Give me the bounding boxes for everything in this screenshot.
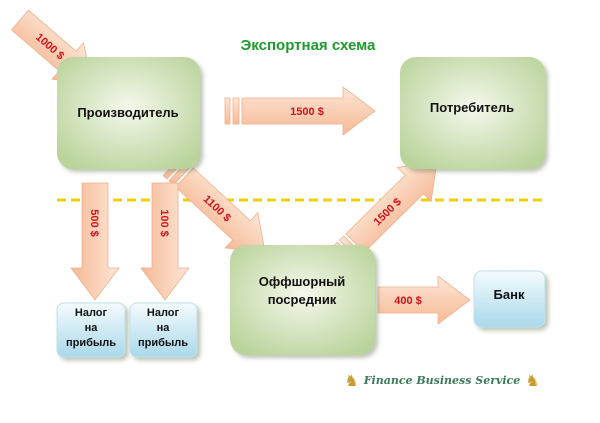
logo-text: Finance Business Service (363, 374, 521, 387)
consumer-label: Потребитель (430, 100, 514, 115)
arrow-offshore-to-bank: 400 $ (377, 275, 471, 325)
offshore-label-line2: посредник (268, 292, 337, 307)
arrow-segment (232, 97, 240, 125)
lion-emblem-icon: ♞ (525, 371, 539, 390)
arrow-producer-to-consumer: 1500 $ (224, 86, 376, 136)
producer-label: Производитель (77, 105, 178, 120)
tax2-line1: Налог (147, 307, 180, 319)
bank-label: Банк (494, 287, 525, 302)
arrow-shape (140, 182, 190, 301)
offshore-label-line1: Оффшорный (259, 274, 346, 289)
tax-node-1: Налог на прибыль (56, 302, 126, 358)
arrow-shape (345, 161, 438, 253)
arrow-segment (224, 97, 231, 125)
tax1-line3: прибыль (66, 337, 116, 349)
consumer-node: Потребитель (400, 57, 545, 169)
arrow-tax-1: 500 $ (70, 182, 120, 301)
company-logo: ♞ Finance Business Service ♞ (344, 371, 539, 390)
flow-amount: 400 $ (394, 295, 422, 307)
flow-amount: 100 $ (158, 209, 170, 237)
tax2-line3: прибыль (138, 337, 188, 349)
arrow-shape (70, 182, 120, 301)
flow-amount: 500 $ (88, 209, 100, 237)
offshore-node: Оффшорный посредник (230, 245, 375, 355)
tax2-line2: на (157, 322, 171, 334)
producer-node: Производитель (57, 57, 200, 169)
lion-emblem-icon: ♞ (344, 371, 358, 390)
arrow-tax-2: 100 $ (140, 182, 190, 301)
flow-amount: 1500 $ (290, 106, 324, 118)
arrow-shape (377, 275, 471, 325)
diagram-title: Экспортная схема (241, 37, 376, 54)
tax-node-2: Налог на прибыль (129, 302, 198, 358)
bank-node: Банк (473, 270, 546, 328)
arrow-shape (241, 86, 376, 136)
tax1-line1: Налог (75, 307, 108, 319)
tax1-line2: на (85, 322, 99, 334)
